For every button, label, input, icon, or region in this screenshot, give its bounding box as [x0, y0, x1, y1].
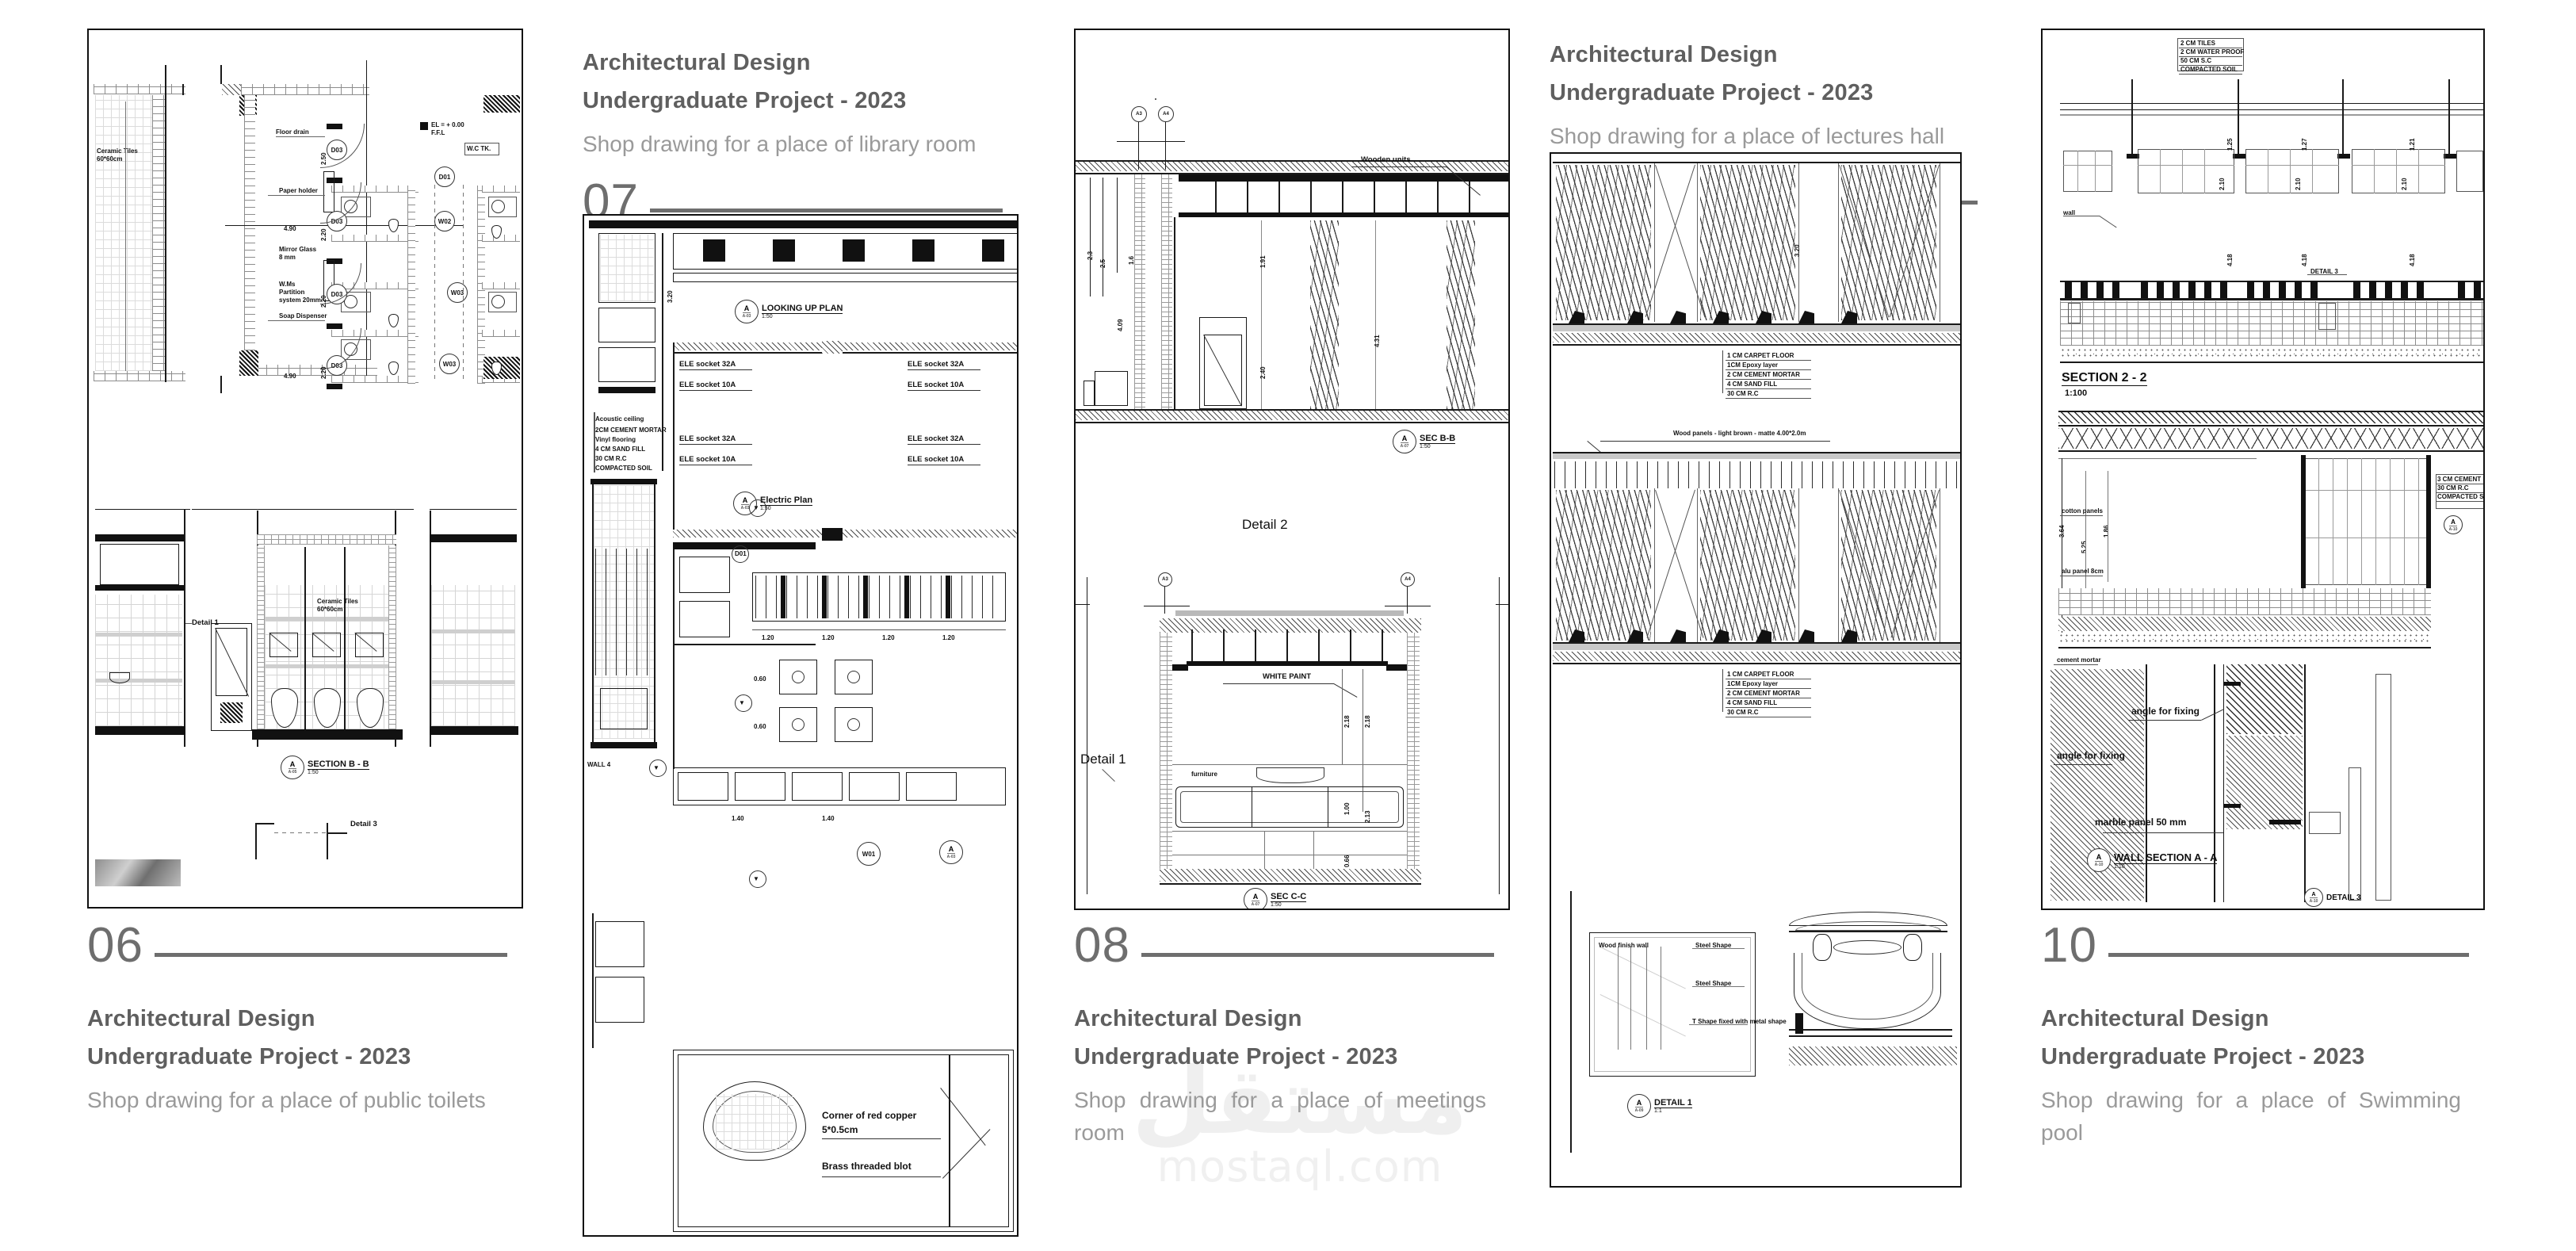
cad-drawing-meetings: A3 A4 2.3 2.5 1.6 4.09 — [1076, 30, 1508, 909]
label-sc-50: 50 CM S.C — [2180, 57, 2212, 64]
number-rule-08 — [1141, 952, 1494, 957]
number-rule-06 — [154, 952, 507, 957]
label-ele-socket-32a-1: ELE socket 32A — [679, 360, 736, 369]
label-wood-panels: Wood panels - light brown - matte 4.00*2… — [1673, 430, 1806, 437]
cad-drawing-lecture-hall: 3.20 1 CM CARPET FLOOR 1CM Epoxy layer 2… — [1551, 154, 1960, 1186]
label-wooden-units: Wooden units — [1361, 155, 1411, 164]
window-tag-W03-1: W03 — [447, 282, 468, 303]
cad-drawing-toilets: Ceramic Tiles 60*60cm — [89, 30, 522, 907]
caption-07: Architectural Design Undergraduate Proje… — [583, 48, 1003, 227]
window-tag-W01: W01 — [857, 842, 881, 866]
panel-number-10: 10 — [2041, 918, 2097, 973]
description-06: Shop drawing for a place of public toile… — [87, 1087, 486, 1112]
description-09: Shop drawing for a place of lectures hal… — [1550, 123, 1945, 148]
label-white-paint: WHITE PAINT — [1263, 672, 1312, 681]
drawing-sheet-09: 3.20 1 CM CARPET FLOOR 1CM Epoxy layer 2… — [1550, 152, 1962, 1188]
panel-07[interactable]: Architectural Design Undergraduate Proje… — [583, 48, 1019, 1237]
label-carpet-floor: 1 CM CARPET FLOOR — [1727, 352, 1794, 359]
door-tag-D01: D01 — [434, 166, 455, 187]
window-tag-W02: W02 — [434, 211, 455, 231]
label-section-2-2: SECTION 2 - 2 — [2062, 371, 2147, 386]
caption-06: 06 Architectural Design Undergraduate Pr… — [87, 921, 507, 1116]
number-rule-10 — [2108, 952, 2469, 957]
cad-drawing-swimming-pool: 2 CM TILES 2 CM WATER PROOF 50 CM S.C CO… — [2043, 30, 2483, 909]
panel-number-06: 06 — [87, 918, 143, 973]
panel-08[interactable]: A3 A4 2.3 2.5 1.6 4.09 — [1074, 29, 1510, 1154]
label-detail-1: Detail 1 — [1080, 752, 1126, 767]
label-ele-socket-10a-4: ELE socket 10A — [908, 455, 965, 464]
label-corner-red-copper: Corner of red copper — [822, 1110, 917, 1121]
panel-06[interactable]: Ceramic Tiles 60*60cm — [87, 29, 523, 1154]
description-10: Shop drawing for a place of Swimming poo… — [2041, 1087, 2461, 1145]
label-ele-socket-32a-4: ELE socket 32A — [908, 434, 965, 443]
title-line2-07: Undergraduate Project - 2023 — [583, 88, 907, 114]
panel-09[interactable]: Architectural Design Undergraduate Proje… — [1550, 40, 1986, 1189]
label-ele-socket-10a-1: ELE socket 10A — [679, 381, 736, 389]
label-ele-socket-10a-3: ELE socket 10A — [679, 455, 736, 464]
label-ele-socket-32a-2: ELE socket 32A — [908, 360, 965, 369]
label-marble-panel: marble panel 50 mm — [2095, 817, 2187, 828]
label-ele-socket-10a-2: ELE socket 10A — [908, 381, 965, 389]
title-line2-06: Undergraduate Project - 2023 — [87, 1044, 411, 1070]
title-line2-10: Undergraduate Project - 2023 — [2041, 1044, 2365, 1070]
label-detail-2: Detail 2 — [1242, 517, 1288, 532]
description-08: Shop drawing for a place of meetings roo… — [1074, 1087, 1486, 1145]
title-line2-08: Undergraduate Project - 2023 — [1074, 1044, 1398, 1070]
drawing-sheet-10: 2 CM TILES 2 CM WATER PROOF 50 CM S.C CO… — [2041, 29, 2485, 910]
window-tag-W03-2: W03 — [439, 354, 460, 374]
panel-number-08: 08 — [1074, 918, 1130, 973]
label-compacted-soil-2: COMPACTED SOIL — [2437, 493, 2484, 500]
title-line1-10: Architectural Design — [2041, 1006, 2269, 1031]
title-line1-06: Architectural Design — [87, 1006, 315, 1031]
title-line1-09: Architectural Design — [1550, 42, 1778, 67]
title-line1-08: Architectural Design — [1074, 1006, 1302, 1031]
drawing-sheet-06: Ceramic Tiles 60*60cm — [87, 29, 523, 909]
panel-10[interactable]: 2 CM TILES 2 CM WATER PROOF 50 CM S.C CO… — [2041, 29, 2485, 1154]
label-angle-for-fixing-1: angle for fixing — [2131, 706, 2200, 717]
label-water-proof: 2 CM WATER PROOF — [2180, 48, 2245, 55]
caption-08: 08 Architectural Design Undergraduate Pr… — [1074, 921, 1494, 1149]
label-ele-socket-32a-3: ELE socket 32A — [679, 434, 736, 443]
description-07: Shop drawing for a place of library room — [583, 131, 977, 156]
label-angle-for-fixing-2: angle for fixing — [2057, 750, 2126, 761]
drawing-sheet-08: A3 A4 2.3 2.5 1.6 4.09 — [1074, 29, 1510, 910]
title-line2-09: Undergraduate Project - 2023 — [1550, 80, 1874, 106]
number-row-08: 08 — [1074, 921, 1494, 970]
number-rule-07 — [649, 208, 1003, 213]
title-line1-07: Architectural Design — [583, 50, 811, 75]
number-row-10: 10 — [2041, 921, 2469, 970]
label-brass-threaded-blot: Brass threaded blot — [822, 1161, 912, 1172]
label-compacted-soil-1: COMPACTED SOIL — [2180, 66, 2238, 73]
caption-10: 10 Architectural Design Undergraduate Pr… — [2041, 921, 2469, 1149]
number-row-06: 06 — [87, 921, 507, 970]
